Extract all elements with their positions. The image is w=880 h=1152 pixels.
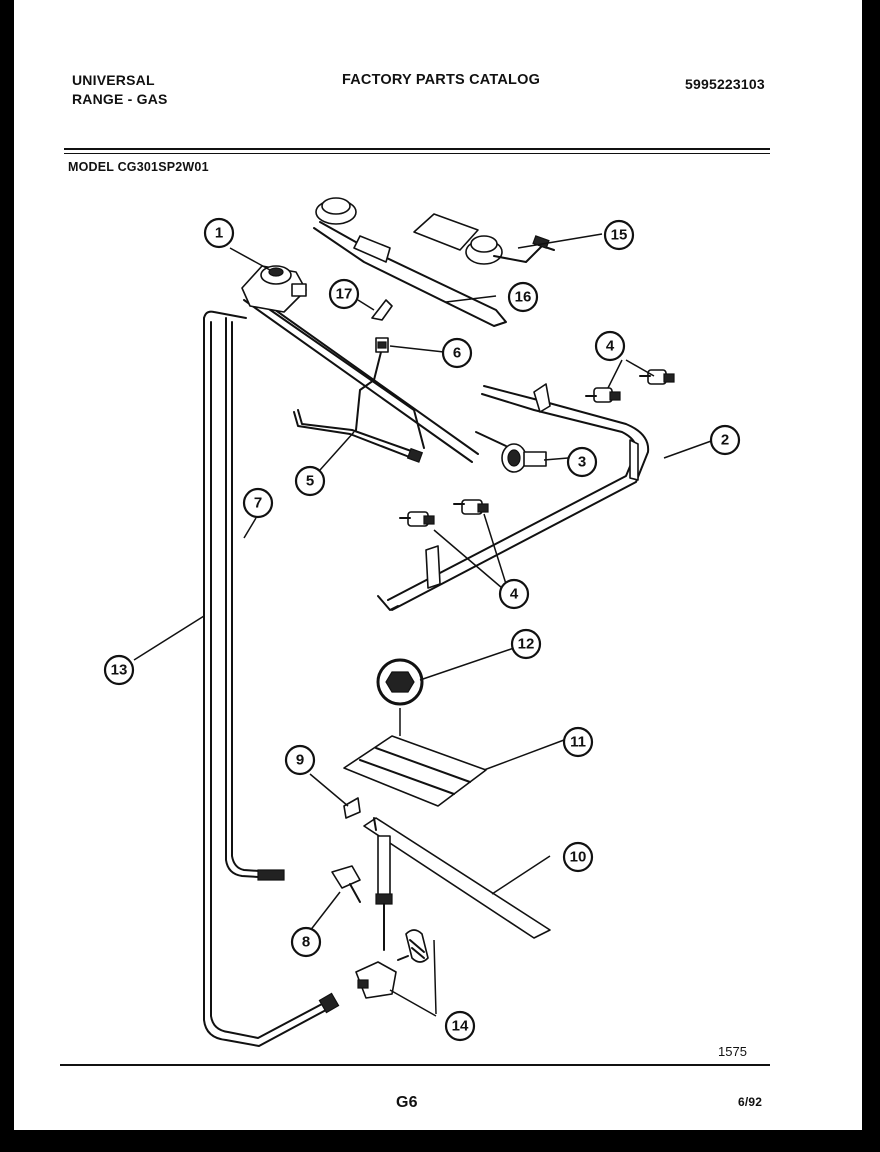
date-code: 6/92: [738, 1095, 763, 1109]
callout-6: 6: [441, 337, 473, 369]
tube-fitting: [257, 869, 285, 881]
callout-11: 11: [562, 726, 594, 758]
callout-1: 1: [203, 217, 235, 249]
callout-9: 9: [284, 744, 316, 776]
callout-17: 17: [328, 278, 360, 310]
callout-2: 2: [709, 424, 741, 456]
callout-4-upper: 4: [594, 330, 626, 362]
svg-text:3: 3: [578, 454, 586, 471]
callout-8: 8: [290, 926, 322, 958]
svg-text:7: 7: [254, 495, 262, 512]
svg-text:6: 6: [453, 345, 461, 362]
spreader-plate-11: [343, 735, 487, 807]
brand-line-1: UNIVERSAL: [72, 72, 155, 88]
gas-tube-13: [203, 310, 327, 1047]
callout-7: 7: [242, 487, 274, 519]
burner-valve-4c: [399, 511, 435, 527]
callout-5: 5: [294, 465, 326, 497]
catalog-page: UNIVERSAL RANGE - GAS FACTORY PARTS CATA…: [14, 0, 862, 1130]
burner-valve-4d: [453, 499, 489, 515]
manifold-tube: [243, 291, 479, 463]
svg-text:1: 1: [215, 225, 223, 242]
burner-16: [313, 197, 507, 327]
svg-text:4: 4: [606, 338, 615, 355]
pilot-8: [331, 865, 361, 903]
callout-12: 12: [510, 628, 542, 660]
leader-lines: [133, 233, 715, 1017]
callout-15: 15: [603, 219, 635, 251]
nut-12: [376, 658, 424, 706]
orifice-6: [375, 337, 389, 353]
svg-text:8: 8: [302, 934, 310, 951]
wire-5: [293, 409, 424, 463]
svg-text:11: 11: [570, 734, 586, 751]
oven-burner-10: [363, 817, 551, 951]
part-number: 5995223103: [685, 76, 765, 92]
exploded-parts-diagram: 1 2 3 4 4 5 6 7 8 9 10 11 12 13 14 15 16…: [103, 197, 741, 1047]
burner-valve-4a: [585, 387, 621, 403]
svg-text:16: 16: [515, 289, 532, 306]
svg-text:5: 5: [306, 473, 314, 490]
svg-text:15: 15: [611, 227, 628, 244]
figure-code: 1575: [718, 1044, 747, 1059]
callout-4-lower: 4: [498, 578, 530, 610]
page-code: G6: [396, 1094, 418, 1111]
callout-13: 13: [103, 654, 135, 686]
svg-text:4: 4: [510, 586, 519, 603]
tube-nut: [318, 992, 340, 1014]
burner-valve-4b: [639, 369, 675, 385]
catalog-title: FACTORY PARTS CATALOG: [342, 72, 541, 88]
manifold-pipe-2: [377, 383, 650, 611]
callout-14: 14: [444, 1010, 476, 1042]
svg-text:14: 14: [452, 1018, 469, 1035]
footer-rule: [60, 1064, 770, 1066]
svg-text:10: 10: [570, 849, 587, 866]
bracket-9: [343, 797, 361, 819]
orifice-line: [355, 347, 383, 431]
valve-3: [475, 431, 547, 473]
callout-16: 16: [507, 281, 539, 313]
clip-17: [371, 299, 393, 321]
pressure-regulator-1: [241, 265, 307, 313]
header-rule: [64, 148, 770, 150]
svg-text:17: 17: [336, 286, 353, 303]
gas-tube-7: [225, 317, 277, 879]
header-rule-thin: [64, 153, 770, 154]
brand-line-2: RANGE - GAS: [72, 91, 168, 107]
callout-10: 10: [562, 841, 594, 873]
svg-text:2: 2: [721, 432, 729, 449]
svg-text:12: 12: [518, 636, 535, 653]
model-label: MODEL CG301SP2W01: [68, 160, 209, 174]
svg-text:13: 13: [111, 662, 128, 679]
svg-text:9: 9: [296, 752, 304, 769]
pipe-bracket: [425, 545, 441, 589]
oven-valve-14: [355, 929, 429, 999]
callout-3: 3: [566, 446, 598, 478]
burner-15: [413, 213, 555, 265]
